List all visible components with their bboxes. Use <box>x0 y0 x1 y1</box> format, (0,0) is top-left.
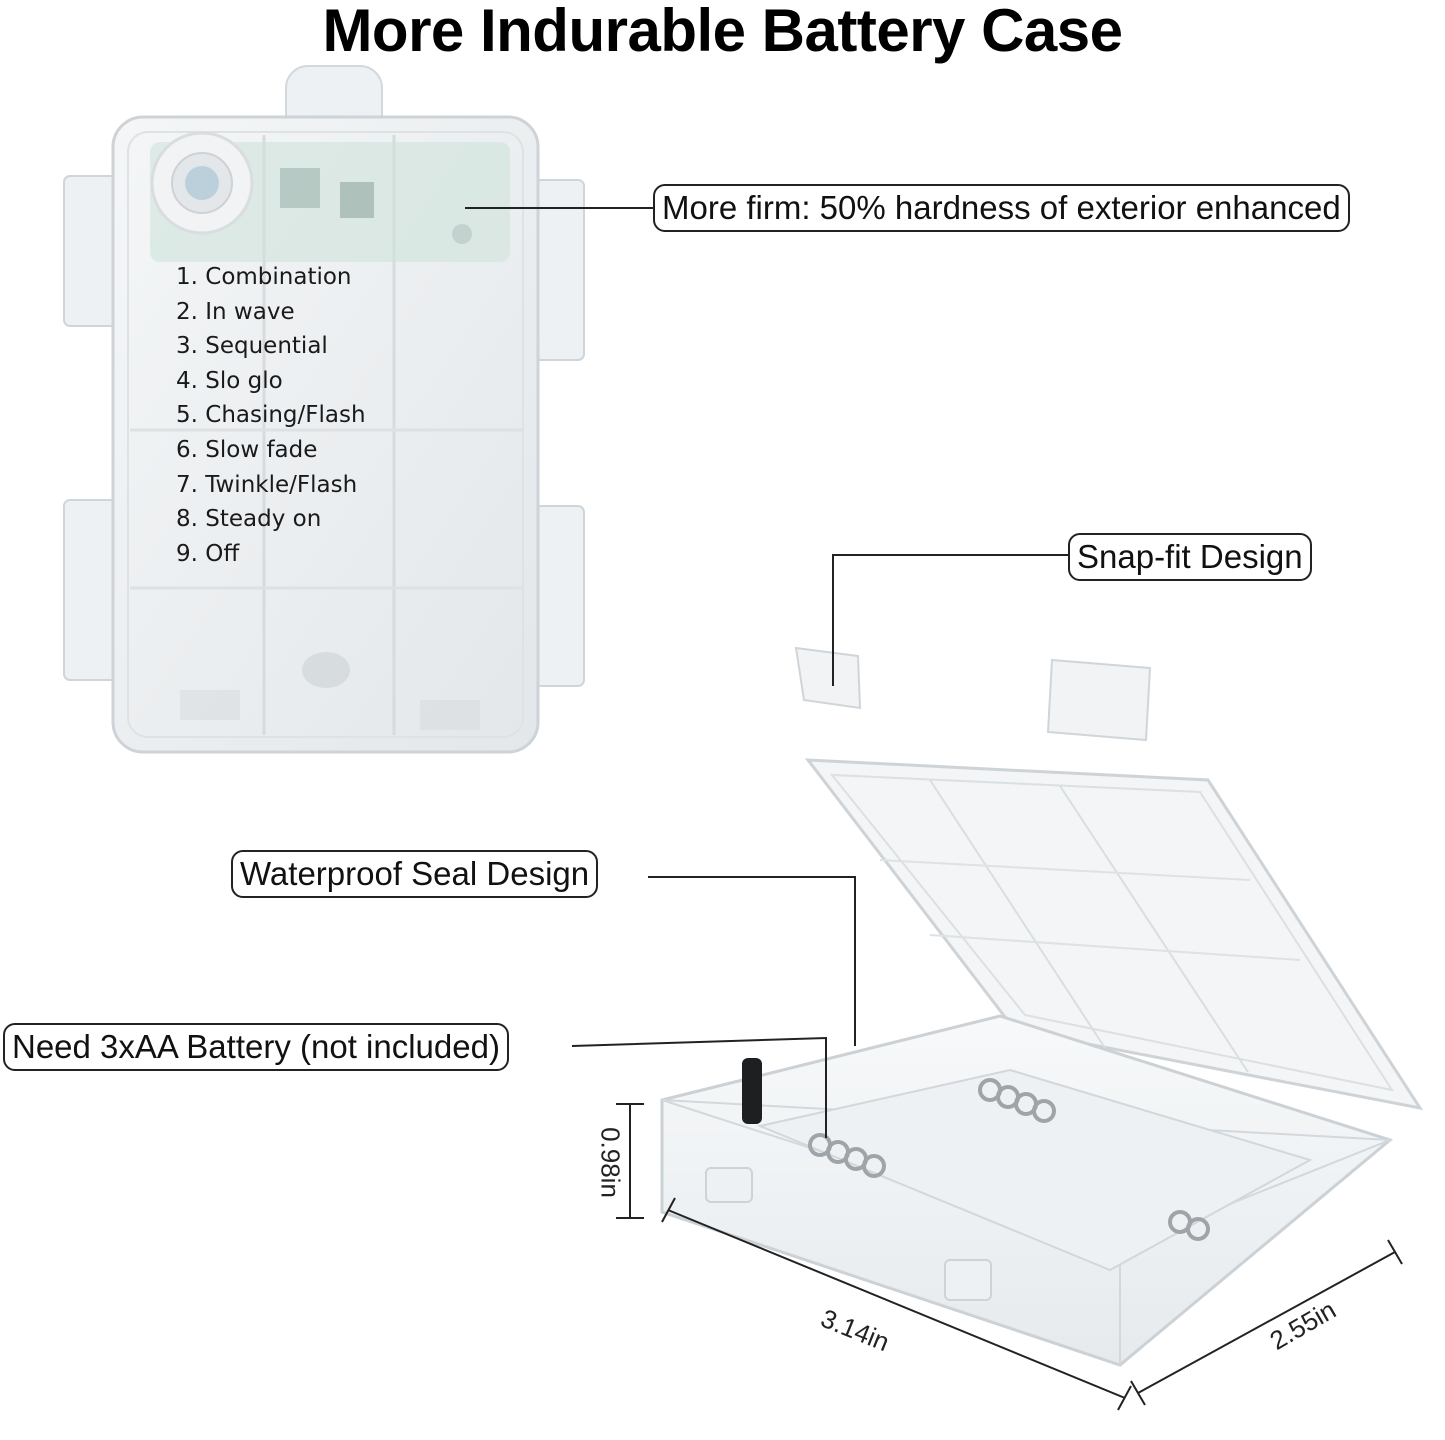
leader-line <box>571 1036 827 1138</box>
mode-item: 6. Slow fade <box>176 436 318 463</box>
mode-item: 1. Combination <box>176 264 352 290</box>
callout-waterproof-seal: Waterproof Seal Design <box>231 850 599 898</box>
mode-item: 9. Off <box>176 540 240 567</box>
mode-item: 7. Twinkle/Flash <box>176 471 358 498</box>
mode-list: 1. Combination 2. In wave 3. Sequential … <box>176 260 366 571</box>
callout-firm: More firm: 50% hardness of exterior enha… <box>653 184 1350 232</box>
mode-item: 2. In wave <box>176 298 295 325</box>
dimension-lines <box>616 1103 1403 1411</box>
closed-case <box>63 65 585 754</box>
mode-item: 3. Sequential <box>176 333 328 360</box>
mode-item: 5. Chasing/Flash <box>176 402 366 429</box>
dimension-height: 0.98in <box>595 1127 626 1198</box>
open-case <box>660 646 1424 1367</box>
callout-snap-fit: Snap-fit Design <box>1068 533 1312 581</box>
mode-item: 8. Steady on <box>176 506 322 533</box>
leader-line <box>648 876 856 1046</box>
callout-battery: Need 3xAA Battery (not included) <box>3 1023 509 1071</box>
mode-item: 4. Slo glo <box>176 367 283 394</box>
page-title: More Indurable Battery Case <box>322 0 1123 64</box>
leader-line <box>832 554 1068 686</box>
